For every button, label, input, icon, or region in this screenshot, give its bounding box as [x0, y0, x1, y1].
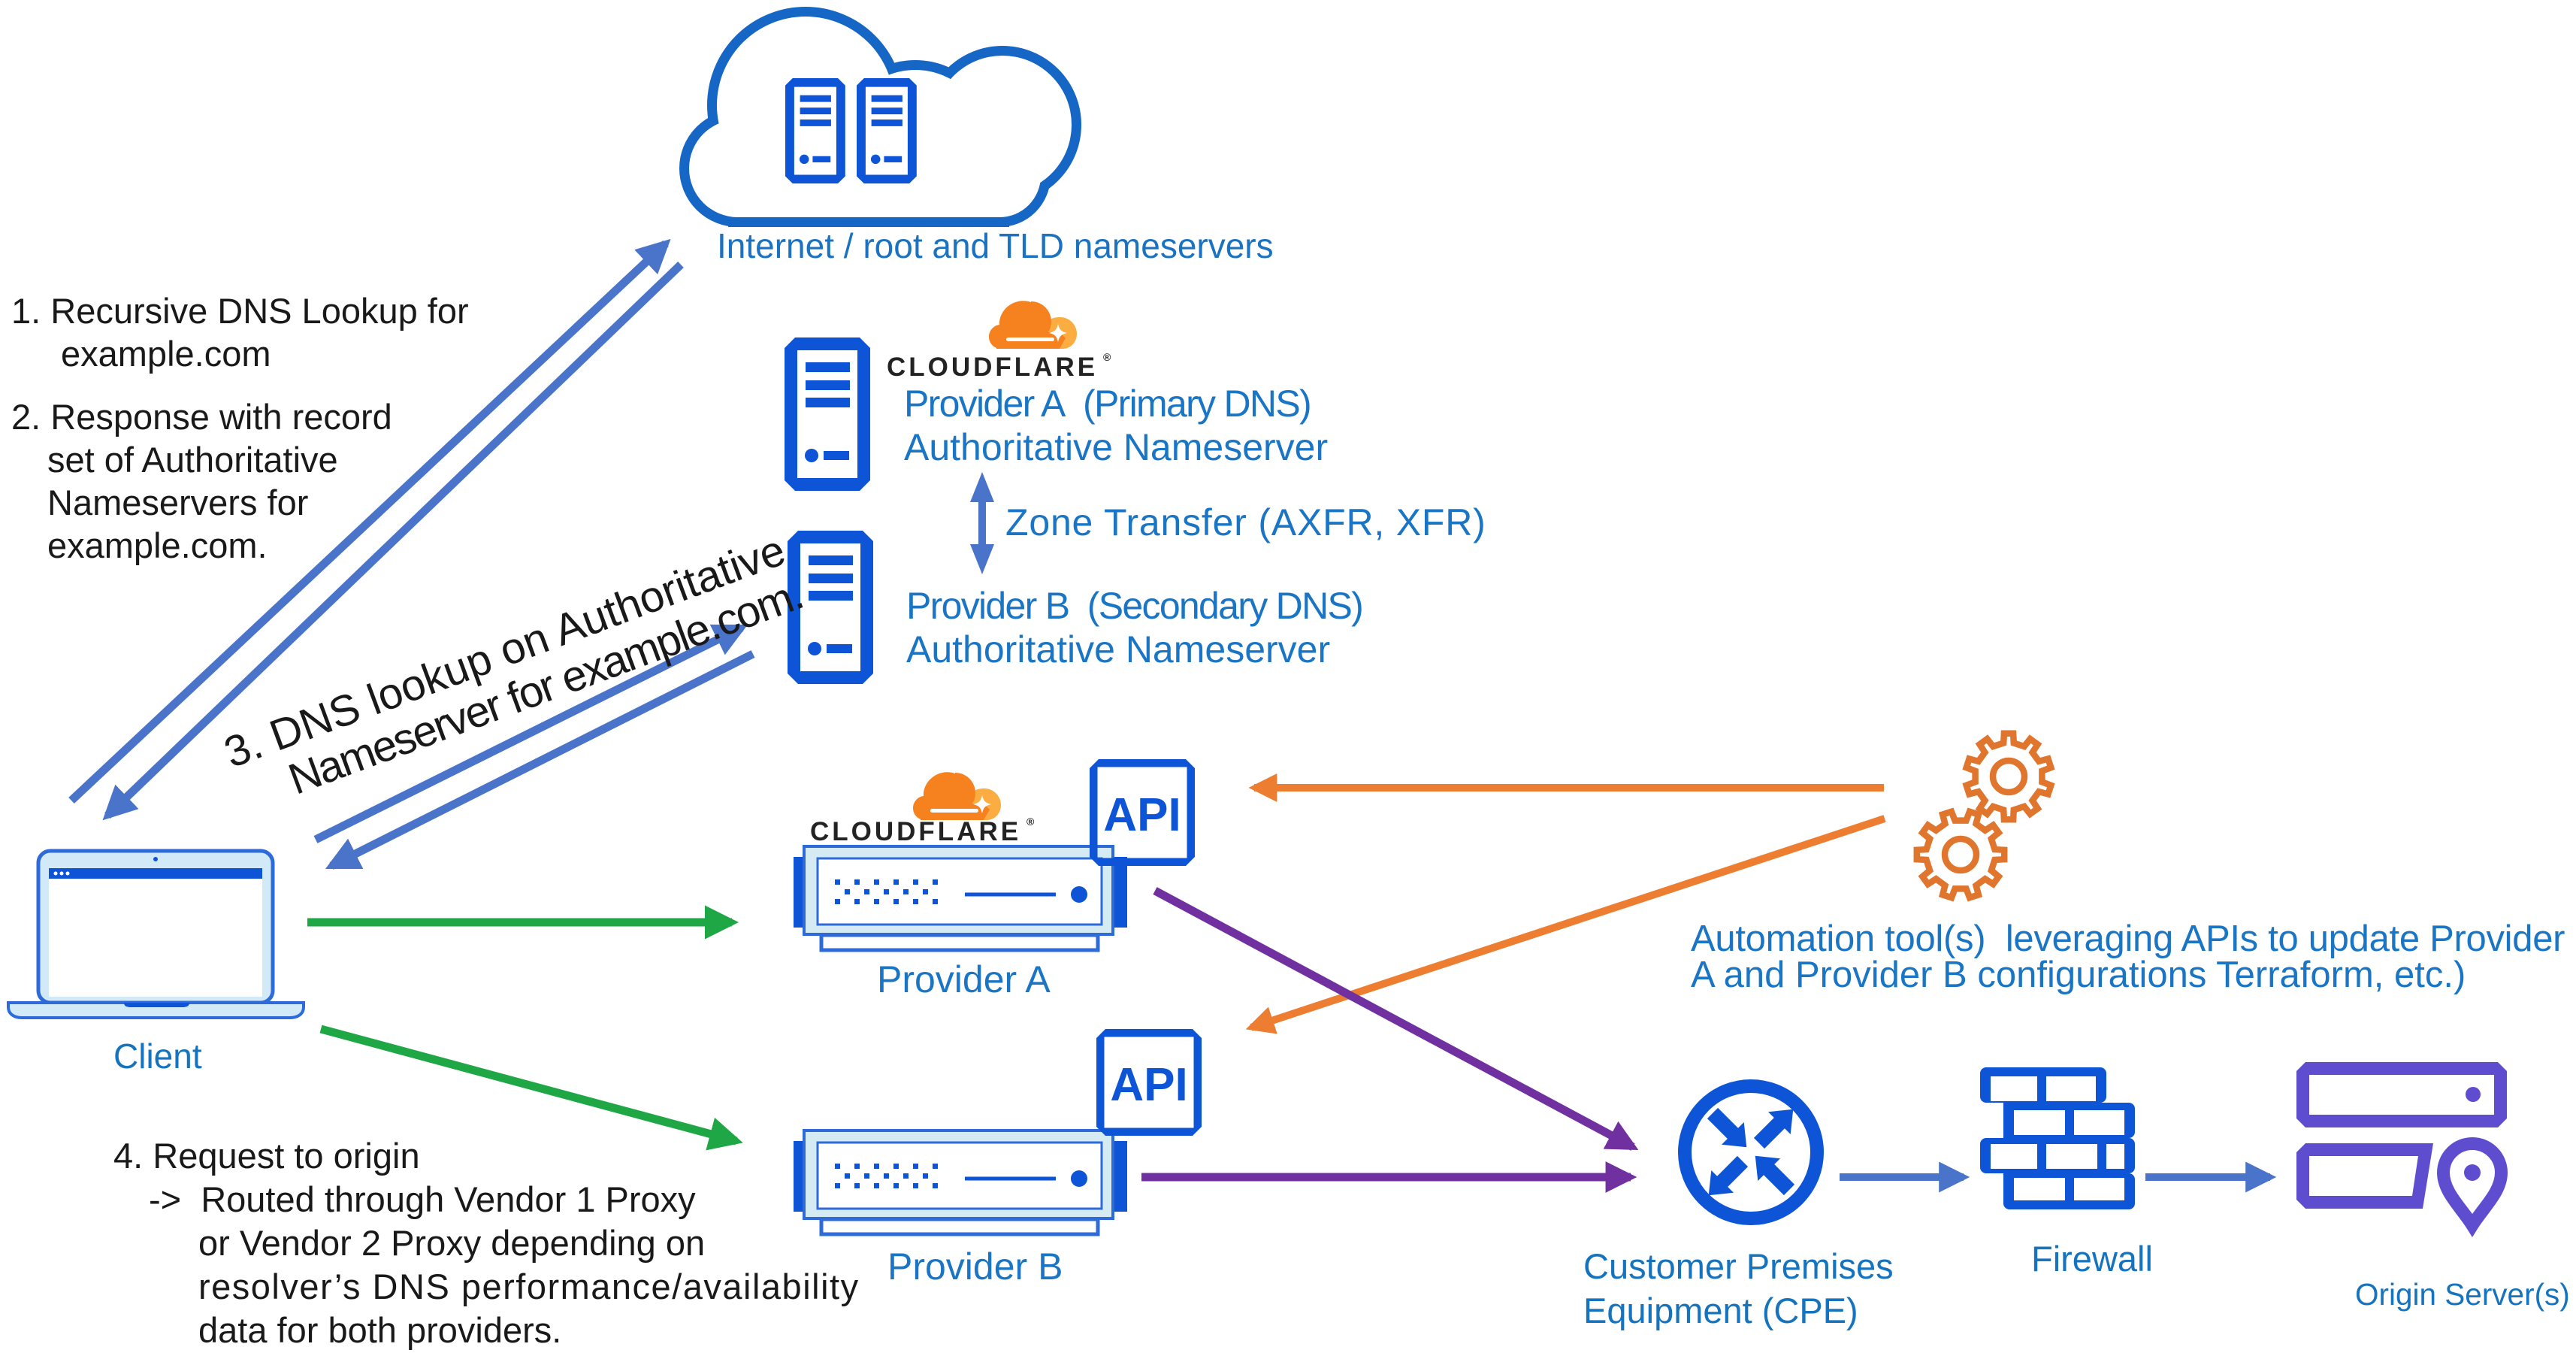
svg-text:resolver’s DNS performance/ava: resolver’s DNS performance/availability: [198, 1267, 860, 1306]
svg-text:CLOUDFLARE: CLOUDFLARE: [810, 817, 1021, 846]
svg-text:®: ®: [1103, 351, 1111, 363]
svg-text:Firewall: Firewall: [2031, 1239, 2153, 1279]
svg-text:Customer Premises: Customer Premises: [1583, 1246, 1894, 1286]
svg-text:Authoritative Nameserver: Authoritative Nameserver: [904, 426, 1328, 468]
svg-text:Automation tool(s) leveraging: Automation tool(s) leveraging APIs to up…: [1691, 919, 2565, 959]
svg-text:2. Response with record: 2. Response with record: [11, 397, 392, 437]
svg-text:example.com.: example.com.: [47, 525, 268, 565]
svg-text:®: ®: [1026, 816, 1035, 828]
svg-text:4. Request to origin: 4. Request to origin: [113, 1136, 420, 1176]
svg-text:Origin Server(s): Origin Server(s): [2355, 1277, 2570, 1312]
svg-text:data for both providers.: data for both providers.: [198, 1310, 561, 1350]
svg-text:1. Recursive DNS Lookup for: 1. Recursive DNS Lookup for: [11, 291, 469, 331]
svg-text:A and Provider B configuration: A and Provider B configurations Terrafor…: [1691, 955, 2466, 995]
svg-text:CLOUDFLARE: CLOUDFLARE: [887, 353, 1098, 382]
svg-text:Zone Transfer (AXFR, XFR): Zone Transfer (AXFR, XFR): [1005, 501, 1486, 543]
svg-text:-> Routed through Vendor 1 Pr: -> Routed through Vendor 1 Proxy: [149, 1179, 696, 1219]
svg-text:or Vendor 2 Proxy depending on: or Vendor 2 Proxy depending on: [198, 1223, 705, 1263]
svg-text:Provider B: Provider B: [887, 1245, 1063, 1288]
svg-text:Internet / root and TLD namese: Internet / root and TLD nameservers: [717, 226, 1274, 265]
svg-text:Nameservers for: Nameservers for: [47, 483, 308, 522]
svg-text:Provider A (Primary DNS): Provider A (Primary DNS): [904, 383, 1311, 425]
svg-text:Provider B (Secondary DNS): Provider B (Secondary DNS): [906, 585, 1362, 627]
svg-text:Authoritative Nameserver: Authoritative Nameserver: [906, 628, 1330, 670]
svg-text:example.com: example.com: [61, 334, 271, 374]
svg-text:Equipment (CPE): Equipment (CPE): [1583, 1291, 1858, 1330]
svg-text:Client: Client: [113, 1037, 202, 1076]
svg-text:set of Authoritative: set of Authoritative: [47, 440, 338, 480]
svg-text:Provider A: Provider A: [877, 958, 1051, 1000]
